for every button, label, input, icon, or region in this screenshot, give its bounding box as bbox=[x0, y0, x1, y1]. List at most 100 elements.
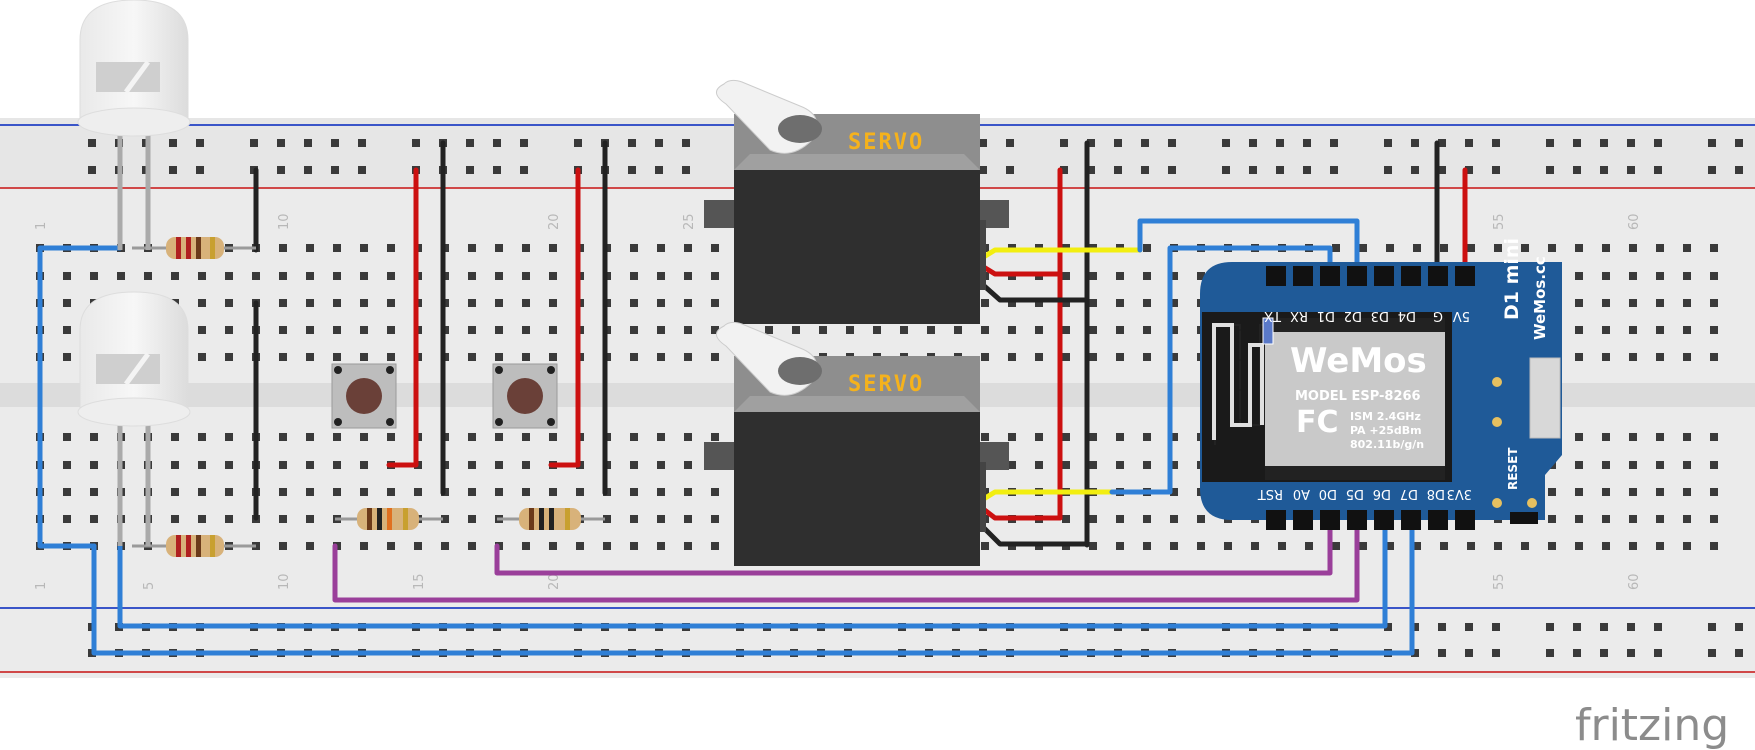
breadboard-hole bbox=[1305, 542, 1313, 550]
breadboard-hole bbox=[1087, 139, 1095, 147]
wemos-std: 802.11b/g/n bbox=[1350, 438, 1424, 451]
breadboard-hole bbox=[90, 515, 98, 523]
header-pin-d2 bbox=[1347, 266, 1367, 286]
breadboard-hole bbox=[549, 244, 557, 252]
breadboard-hole bbox=[549, 272, 557, 280]
column-number: 25 bbox=[682, 213, 697, 230]
breadboard-hole bbox=[1494, 542, 1502, 550]
breadboard-hole bbox=[1062, 433, 1070, 441]
breadboard-hole bbox=[1089, 433, 1097, 441]
breadboard-hole bbox=[225, 353, 233, 361]
breadboard-hole bbox=[981, 299, 989, 307]
breadboard-hole bbox=[1656, 515, 1664, 523]
header-pin-tx bbox=[1266, 266, 1286, 286]
breadboard-hole bbox=[1170, 515, 1178, 523]
breadboard-hole bbox=[225, 515, 233, 523]
breadboard-hole bbox=[198, 461, 206, 469]
breadboard-hole bbox=[549, 542, 557, 550]
breadboard-hole bbox=[711, 326, 719, 334]
breadboard-hole bbox=[468, 542, 476, 550]
breadboard-hole bbox=[306, 244, 314, 252]
pin-label-3v3: 3V3 bbox=[1447, 486, 1472, 501]
breadboard-hole bbox=[279, 488, 287, 496]
breadboard-hole bbox=[333, 299, 341, 307]
breadboard-hole bbox=[1602, 272, 1610, 280]
breadboard-hole bbox=[711, 488, 719, 496]
breadboard-hole bbox=[468, 488, 476, 496]
blue-led-wire-d7 bbox=[91, 517, 1415, 656]
breadboard-hole bbox=[1143, 353, 1151, 361]
breadboard-hole bbox=[333, 353, 341, 361]
breadboard-hole bbox=[1627, 623, 1635, 631]
breadboard-hole bbox=[1303, 139, 1311, 147]
breadboard-hole bbox=[711, 542, 719, 550]
breadboard-hole bbox=[1573, 166, 1581, 174]
breadboard-hole bbox=[1222, 139, 1230, 147]
header-pin-rx bbox=[1293, 266, 1313, 286]
breadboard-hole bbox=[1710, 515, 1718, 523]
breadboard-hole bbox=[1116, 299, 1124, 307]
breadboard-hole bbox=[1035, 461, 1043, 469]
breadboard-hole bbox=[682, 166, 690, 174]
column-number: 10 bbox=[277, 573, 292, 590]
breadboard-hole bbox=[1708, 166, 1716, 174]
breadboard-hole bbox=[1683, 299, 1691, 307]
breadboard-hole bbox=[1656, 353, 1664, 361]
breadboard-hole bbox=[1089, 326, 1097, 334]
breadboard-hole bbox=[684, 515, 692, 523]
breadboard-hole bbox=[981, 542, 989, 550]
breadboard-hole bbox=[1467, 542, 1475, 550]
breadboard-hole bbox=[1521, 244, 1529, 252]
pin-label-a0: A0 bbox=[1293, 486, 1310, 501]
breadboard-hole bbox=[711, 353, 719, 361]
breadboard-hole bbox=[1411, 649, 1419, 657]
pin-label-tx: TX bbox=[1264, 308, 1282, 323]
breadboard-hole bbox=[1386, 244, 1394, 252]
breadboard-hole bbox=[1332, 244, 1340, 252]
breadboard-hole bbox=[196, 166, 204, 174]
breadboard-hole bbox=[1654, 139, 1662, 147]
servo-signal-lead bbox=[979, 247, 1143, 261]
header-pin-g bbox=[1428, 266, 1448, 286]
purple-button-wire-d0 bbox=[494, 517, 1333, 576]
breadboard-hole bbox=[1575, 433, 1583, 441]
breadboard-hole bbox=[684, 272, 692, 280]
breadboard-hole bbox=[441, 515, 449, 523]
breadboard-hole bbox=[412, 139, 420, 147]
breadboard-hole bbox=[1602, 461, 1610, 469]
breadboard-hole bbox=[1546, 166, 1554, 174]
breadboard-hole bbox=[1573, 623, 1581, 631]
servo-ground-lead bbox=[979, 281, 1090, 303]
breadboard-hole bbox=[1276, 139, 1284, 147]
breadboard-hole bbox=[331, 139, 339, 147]
breadboard-hole bbox=[1089, 461, 1097, 469]
breadboard-hole bbox=[1602, 488, 1610, 496]
breadboard-hole bbox=[360, 244, 368, 252]
breadboard-hole bbox=[468, 326, 476, 334]
breadboard-hole bbox=[387, 299, 395, 307]
breadboard-hole bbox=[1575, 272, 1583, 280]
breadboard-hole bbox=[1521, 542, 1529, 550]
breadboard-hole bbox=[1573, 649, 1581, 657]
breadboard-hole bbox=[387, 488, 395, 496]
breadboard-hole bbox=[1710, 272, 1718, 280]
breadboard-hole bbox=[468, 353, 476, 361]
breadboard-hole bbox=[1035, 326, 1043, 334]
breadboard-hole bbox=[1710, 488, 1718, 496]
breadboard-hole bbox=[846, 326, 854, 334]
breadboard-hole bbox=[1251, 542, 1259, 550]
breadboard-hole bbox=[1141, 139, 1149, 147]
column-number: 55 bbox=[1492, 213, 1507, 230]
breadboard-hole bbox=[981, 326, 989, 334]
breadboard-hole bbox=[1602, 353, 1610, 361]
breadboard-hole bbox=[1629, 488, 1637, 496]
breadboard-hole bbox=[1575, 542, 1583, 550]
antenna bbox=[1212, 323, 1264, 440]
breadboard-hole bbox=[1116, 326, 1124, 334]
breadboard-hole bbox=[1006, 139, 1014, 147]
breadboard-hole bbox=[1683, 272, 1691, 280]
breadboard-hole bbox=[522, 244, 530, 252]
breadboard-hole bbox=[1546, 649, 1554, 657]
breadboard-hole bbox=[1683, 353, 1691, 361]
